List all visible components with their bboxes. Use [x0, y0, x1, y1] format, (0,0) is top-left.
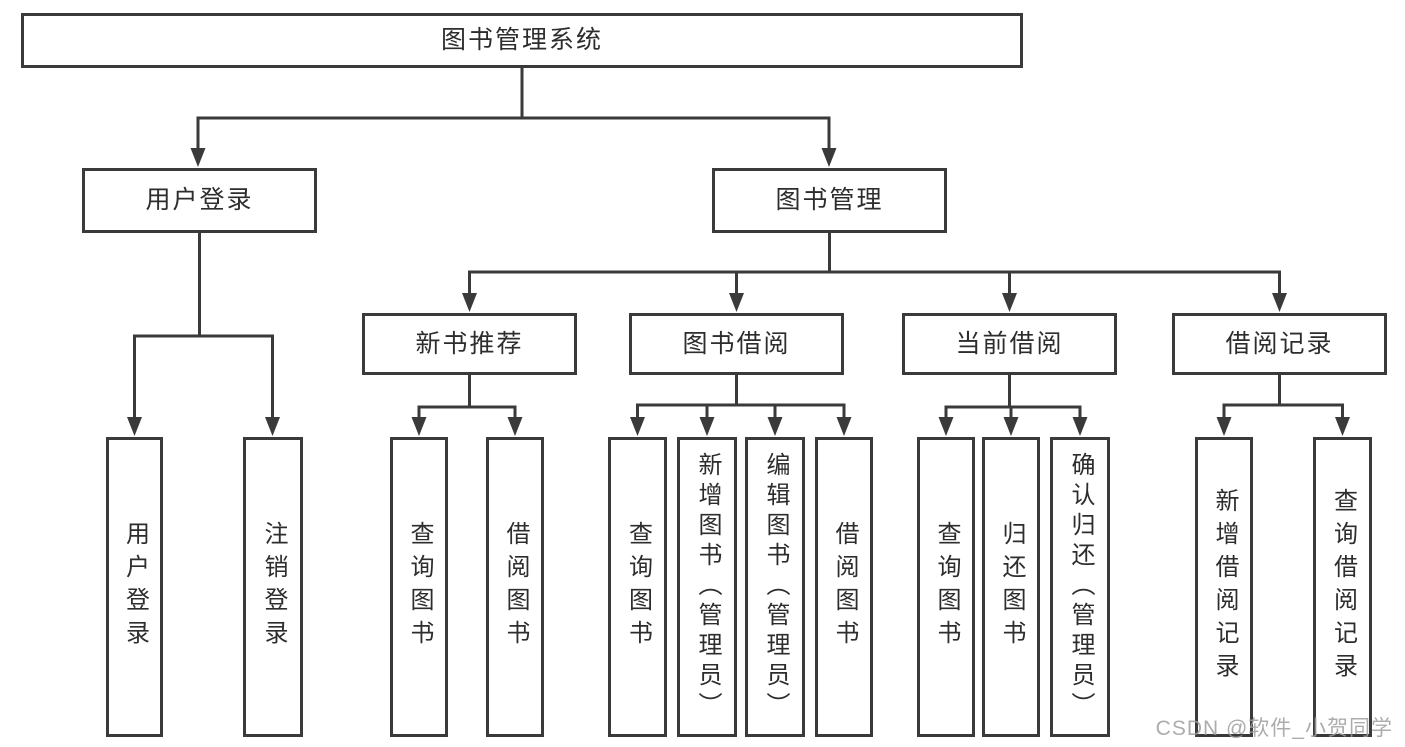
node-current-borrow: 当前借阅 — [902, 313, 1117, 375]
connector-newbook-to-leaves — [417, 375, 517, 418]
arrow-down-icon — [1335, 417, 1350, 436]
leaf-confirm-return-admin: 确认归还（管理员） — [1050, 437, 1110, 737]
node-new-book-recommend: 新书推荐 — [362, 313, 577, 375]
arrow-down-icon — [1216, 417, 1232, 436]
arrow-down-icon — [1272, 293, 1287, 312]
arrow-down-icon — [767, 417, 783, 436]
arrow-down-icon — [1002, 293, 1017, 312]
arrow-down-icon — [265, 417, 280, 436]
leaf-query-book-current: 查询图书 — [917, 437, 975, 737]
arrow-down-icon — [462, 293, 477, 312]
connector-current-to-leaves — [944, 375, 1082, 418]
node-book-borrow: 图书借阅 — [629, 313, 844, 375]
leaf-add-book-admin: 新增图书（管理员） — [677, 437, 737, 737]
leaf-edit-book-admin: 编辑图书（管理员） — [745, 437, 805, 737]
connector-userlogin-to-leaves — [133, 233, 274, 418]
connector-record-to-leaves — [1222, 375, 1344, 418]
arrow-down-icon — [821, 148, 837, 167]
arrow-down-icon — [729, 293, 744, 312]
node-root-title: 图书管理系统 — [21, 13, 1023, 68]
node-user-login: 用户登录 — [82, 168, 317, 233]
connector-root-to-level2 — [196, 68, 831, 149]
leaf-return-book: 归还图书 — [982, 437, 1040, 737]
arrow-down-icon — [507, 417, 523, 436]
arrow-down-icon — [411, 417, 427, 436]
leaf-logout: 注销登录 — [243, 437, 303, 737]
node-borrow-record: 借阅记录 — [1172, 313, 1387, 375]
connector-bookmgmt-to-level3 — [468, 233, 1281, 294]
arrow-down-icon — [630, 417, 645, 436]
leaf-query-borrow-record: 查询借阅记录 — [1313, 437, 1372, 737]
csdn-watermark: CSDN @软件_小贺同学 — [1155, 717, 1393, 740]
leaf-query-book-rec: 查询图书 — [390, 437, 448, 737]
arrow-down-icon — [938, 417, 954, 436]
leaf-borrow-book-rec: 借阅图书 — [486, 437, 544, 737]
arrow-down-icon — [190, 148, 206, 167]
leaf-borrow-book: 借阅图书 — [815, 437, 873, 737]
node-book-management: 图书管理 — [712, 168, 947, 233]
arrow-down-icon — [836, 417, 852, 436]
arrow-down-icon — [699, 417, 715, 436]
leaf-query-book-borrow: 查询图书 — [608, 437, 667, 737]
connector-borrow-to-leaves — [636, 375, 846, 418]
arrow-down-icon — [127, 417, 142, 436]
leaf-add-borrow-record: 新增借阅记录 — [1195, 437, 1253, 737]
arrow-down-icon — [1072, 417, 1088, 436]
arrow-down-icon — [1003, 417, 1019, 436]
leaf-user-login: 用户登录 — [106, 437, 163, 737]
